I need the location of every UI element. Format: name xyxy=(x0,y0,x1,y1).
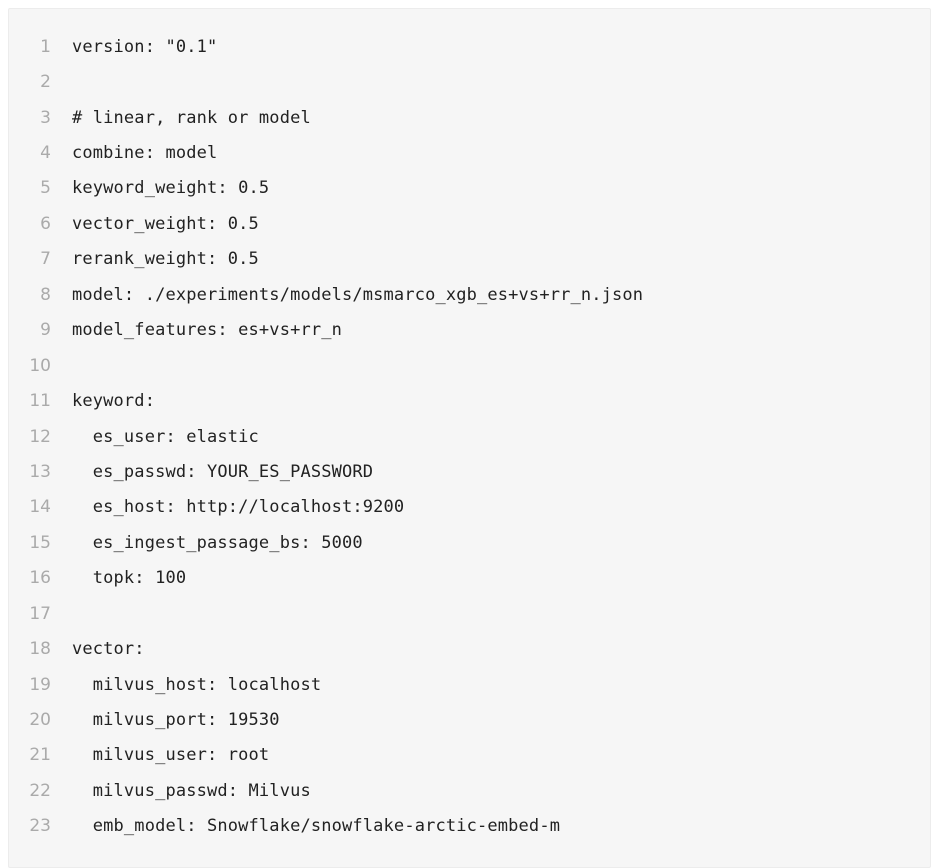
line-number: 19 xyxy=(29,674,51,695)
code-line: 1 version: "0.1" xyxy=(9,29,930,64)
code-text[interactable]: keyword_weight: 0.5 xyxy=(72,178,270,199)
code-line: 11 keyword: xyxy=(9,383,930,418)
code-line: 19 milvus_host: localhost xyxy=(9,667,930,702)
code-line: 17 xyxy=(9,596,930,631)
line-number: 22 xyxy=(29,780,51,801)
code-line: 15 es_ingest_passage_bs: 5000 xyxy=(9,525,930,560)
code-line: 3 # linear, rank or model xyxy=(9,100,930,135)
code-text[interactable]: es_ingest_passage_bs: 5000 xyxy=(72,532,363,553)
code-line: 23 emb_model: Snowflake/snowflake-arctic… xyxy=(9,809,930,844)
line-number: 9 xyxy=(40,320,51,341)
line-number: 14 xyxy=(29,497,51,518)
code-text[interactable]: es_passwd: YOUR_ES_PASSWORD xyxy=(72,461,374,482)
code-text[interactable]: keyword: xyxy=(72,391,156,412)
code-line: 16 topk: 100 xyxy=(9,561,930,596)
line-number: 10 xyxy=(29,355,51,376)
code-text[interactable]: milvus_user: root xyxy=(72,745,270,766)
code-line: 2 xyxy=(9,64,930,99)
code-text[interactable]: topk: 100 xyxy=(72,568,187,589)
code-line: 12 es_user: elastic xyxy=(9,419,930,454)
code-text[interactable]: es_user: elastic xyxy=(72,426,259,447)
code-text[interactable]: es_host: http://localhost:9200 xyxy=(72,497,405,518)
line-number: 8 xyxy=(40,284,51,305)
line-number: 21 xyxy=(29,745,51,766)
line-number: 17 xyxy=(29,603,51,624)
code-text[interactable]: milvus_port: 19530 xyxy=(72,710,280,731)
code-line: 20 milvus_port: 19530 xyxy=(9,702,930,737)
code-text[interactable]: emb_model: Snowflake/snowflake-arctic-em… xyxy=(72,816,561,837)
line-number: 3 xyxy=(40,107,51,128)
code-line: 8 model: ./experiments/models/msmarco_xgb… xyxy=(9,277,930,312)
code-text[interactable]: rerank_weight: 0.5 xyxy=(72,249,259,270)
line-number: 20 xyxy=(29,710,51,731)
line-number: 2 xyxy=(40,72,51,93)
code-text[interactable]: model: ./experiments/models/msmarco_xgb_… xyxy=(72,284,644,305)
code-line: 21 milvus_user: root xyxy=(9,738,930,773)
code-text[interactable]: vector: xyxy=(72,639,145,660)
line-number: 11 xyxy=(29,391,51,412)
code-line: 6 vector_weight: 0.5 xyxy=(9,206,930,241)
line-number: 5 xyxy=(40,178,51,199)
code-line: 14 es_host: http://localhost:9200 xyxy=(9,490,930,525)
code-text[interactable]: vector_weight: 0.5 xyxy=(72,213,259,234)
code-line: 7 rerank_weight: 0.5 xyxy=(9,242,930,277)
code-line: 5 keyword_weight: 0.5 xyxy=(9,171,930,206)
code-line: 13 es_passwd: YOUR_ES_PASSWORD xyxy=(9,454,930,489)
line-number: 4 xyxy=(40,143,51,164)
code-line: 4 combine: model xyxy=(9,135,930,170)
line-number: 23 xyxy=(29,816,51,837)
line-number: 13 xyxy=(29,461,51,482)
code-line: 18 vector: xyxy=(9,631,930,666)
line-number: 15 xyxy=(29,532,51,553)
code-line: 22 milvus_passwd: Milvus xyxy=(9,773,930,808)
code-text[interactable]: # linear, rank or model xyxy=(72,107,311,128)
code-text[interactable]: milvus_passwd: Milvus xyxy=(72,780,311,801)
code-text[interactable]: model_features: es+vs+rr_n xyxy=(72,320,343,341)
line-number: 6 xyxy=(40,213,51,234)
code-text[interactable]: milvus_host: localhost xyxy=(72,674,322,695)
line-number: 1 xyxy=(40,36,51,57)
code-line: 9 model_features: es+vs+rr_n xyxy=(9,313,930,348)
code-text[interactable]: combine: model xyxy=(72,143,218,164)
code-line: 10 xyxy=(9,348,930,383)
line-number: 12 xyxy=(29,426,51,447)
line-number: 7 xyxy=(40,249,51,270)
code-text[interactable]: version: "0.1" xyxy=(72,36,218,57)
line-number: 16 xyxy=(29,568,51,589)
line-number: 18 xyxy=(29,639,51,660)
